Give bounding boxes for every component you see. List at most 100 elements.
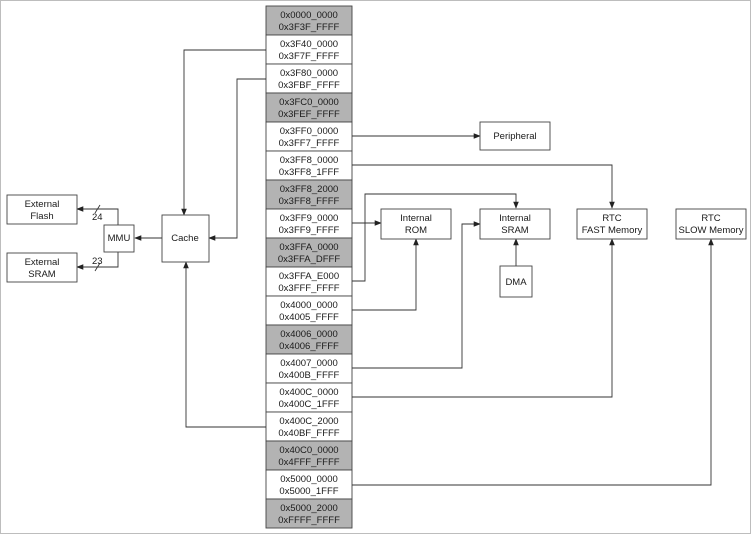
memory-region-end: 0x3FF9_FFFF — [279, 225, 340, 236]
memory-map-column: 0x0000_00000x3F3F_FFFF0x3F40_00000x3F7F_… — [265, 5, 353, 529]
memory-region-start: 0x40C0_0000 — [279, 445, 338, 456]
memory-region-end: 0x400C_1FFF — [279, 399, 340, 410]
memory-region-end: 0x40BF_FFFF — [278, 428, 339, 439]
svg-text:SRAM: SRAM — [501, 225, 529, 236]
memory-region-start: 0x3FF8_0000 — [280, 155, 339, 166]
memory-region-cell — [265, 411, 353, 442]
memory-region-end: 0x3FF8_FFFF — [279, 196, 340, 207]
memory-region-reserved-cell — [265, 179, 353, 210]
memory-region-start: 0x3FF9_0000 — [280, 213, 339, 224]
memory-region-start: 0x3FFA_0000 — [279, 242, 338, 253]
external-sram-block: External SRAM — [6, 252, 78, 283]
wire-3f40-to-cache — [181, 49, 266, 216]
memory-region-start: 0x3FF8_2000 — [280, 184, 339, 195]
peripheral-block: Peripheral — [479, 121, 551, 151]
memory-region-start: 0x4007_0000 — [280, 358, 338, 369]
memory-region-cell — [265, 295, 353, 326]
memory-region-cell — [265, 63, 353, 94]
memory-region-start: 0x0000_0000 — [280, 10, 338, 21]
wire-3ffae000-to-internal-sram — [352, 193, 519, 282]
memory-region-start: 0x3FFA_E000 — [279, 271, 339, 282]
memory-region-end: 0xFFFF_FFFF — [278, 515, 340, 526]
memory-region-end: 0x4006_FFFF — [279, 341, 339, 352]
memory-region-end: 0x3F7F_FFFF — [279, 51, 340, 62]
svg-text:RTC: RTC — [602, 213, 621, 224]
memory-region-cell — [265, 266, 353, 297]
wire-4000-to-internal-rom — [352, 238, 419, 311]
wire-3f80-to-cache — [208, 78, 266, 241]
wire-3ff80000-to-rtc-fast — [352, 164, 615, 209]
svg-text:External: External — [25, 257, 60, 268]
memory-region-reserved-cell — [265, 440, 353, 471]
memory-region-start: 0x5000_0000 — [280, 474, 338, 485]
svg-text:RTC: RTC — [701, 213, 720, 224]
memory-region-cell — [265, 353, 353, 384]
rtc-slow-memory-block: RTC SLOW Memory — [675, 208, 747, 240]
svg-text:SRAM: SRAM — [28, 269, 56, 280]
memory-region-start: 0x400C_0000 — [279, 387, 338, 398]
svg-text:Cache: Cache — [171, 233, 198, 244]
memory-region-reserved-cell — [265, 5, 353, 36]
memory-region-start: 0x3FF0_0000 — [280, 126, 339, 137]
memory-region-end: 0x3FF8_1FFF — [279, 167, 339, 178]
memory-region-end: 0x3FEF_FFFF — [278, 109, 340, 120]
rtc-fast-memory-block: RTC FAST Memory — [576, 208, 648, 240]
svg-text:Internal: Internal — [400, 213, 432, 224]
wire-4007-to-internal-sram — [352, 221, 481, 369]
memory-region-start: 0x4006_0000 — [280, 329, 338, 340]
bus-width-sram: 23 — [92, 256, 103, 267]
memory-region-end: 0x4005_FFFF — [279, 312, 339, 323]
mmu-block: MMU — [103, 224, 135, 253]
memory-region-end: 0x5000_1FFF — [279, 486, 338, 497]
memory-region-cell — [265, 121, 353, 152]
svg-text:ROM: ROM — [405, 225, 427, 236]
bus-slash-sram — [94, 262, 101, 272]
svg-text:Peripheral: Peripheral — [493, 131, 536, 142]
memory-region-end: 0x3F3F_FFFF — [279, 22, 340, 33]
svg-text:FAST Memory: FAST Memory — [582, 225, 643, 236]
wire-5000-to-rtc-slow — [352, 238, 714, 486]
memory-region-start: 0x400C_2000 — [279, 416, 338, 427]
external-flash-block: External Flash — [6, 194, 78, 225]
memory-region-cell — [265, 469, 353, 500]
svg-text:SLOW Memory: SLOW Memory — [679, 225, 744, 236]
internal-sram-block: Internal SRAM — [479, 208, 551, 240]
memory-region-end: 0x3FF7_FFFF — [279, 138, 340, 149]
memory-region-end: 0x3FBF_FFFF — [278, 80, 340, 91]
internal-rom-block: Internal ROM — [380, 208, 452, 240]
bus-slash-flash — [94, 204, 101, 214]
memory-region-start: 0x3FC0_0000 — [279, 97, 339, 108]
connections — [76, 49, 714, 486]
memory-region-reserved-cell — [265, 237, 353, 268]
blocks: External Flash External SRAM 24 23 MMU C… — [6, 121, 747, 298]
svg-text:Internal: Internal — [499, 213, 531, 224]
wire-mmu-to-flash — [76, 206, 119, 225]
wire-400c2000-to-cache — [183, 261, 266, 428]
memory-region-start: 0x4000_0000 — [280, 300, 338, 311]
svg-text:External: External — [25, 199, 60, 210]
memory-region-start: 0x5000_2000 — [280, 503, 338, 514]
dma-block: DMA — [499, 265, 533, 298]
svg-text:DMA: DMA — [505, 277, 527, 288]
memory-region-cell — [265, 34, 353, 65]
svg-text:Flash: Flash — [30, 211, 53, 222]
memory-region-end: 0x400B_FFFF — [279, 370, 340, 381]
wire-mmu-to-sram — [76, 252, 119, 270]
